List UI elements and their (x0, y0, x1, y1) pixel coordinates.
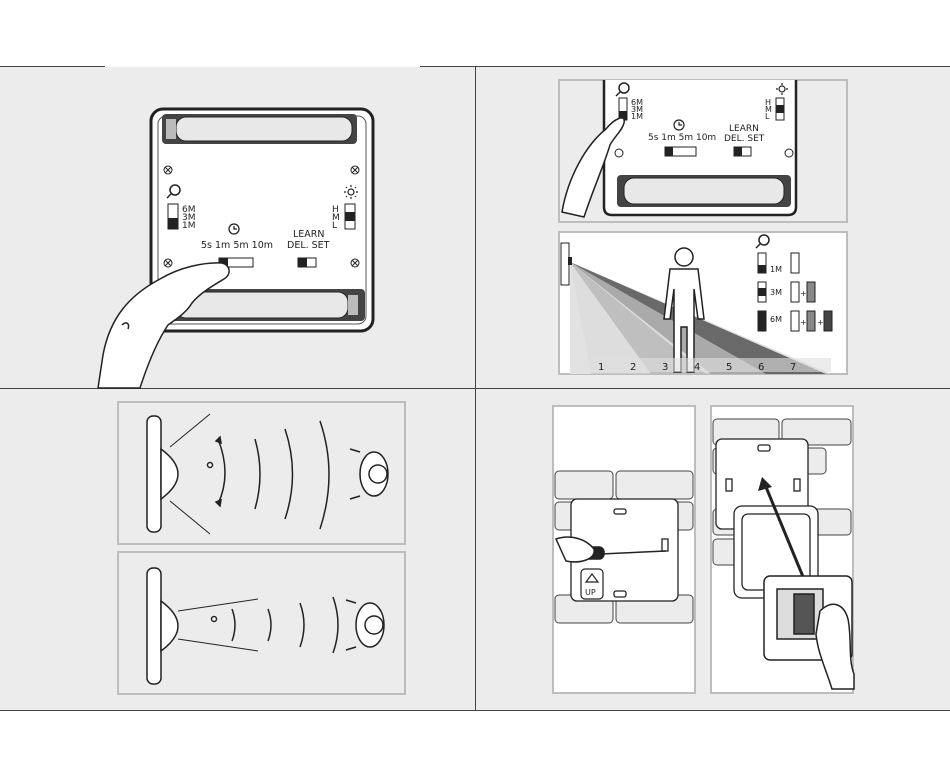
legend-3m: 3M (770, 288, 782, 297)
svg-text:+: + (817, 318, 824, 327)
learn-switch[interactable] (298, 258, 316, 267)
tick-7: 7 (790, 362, 796, 373)
sens-top-l: L (765, 112, 770, 121)
tick-3: 3 (662, 362, 668, 373)
sensitivity-switch[interactable] (345, 204, 355, 229)
tick-5: 5 (726, 362, 732, 373)
up-label: UP (585, 588, 596, 597)
range-label-1m: 1M (182, 221, 196, 231)
svg-text:+: + (800, 289, 807, 298)
range-top-1m: 1M (631, 112, 643, 121)
svg-text:1M: 1M (631, 112, 643, 121)
sens-label-l: L (332, 221, 337, 231)
bottom-rule (0, 710, 950, 711)
svg-text:+: + (800, 318, 807, 327)
delset-label-top: DEL. SET (724, 134, 765, 144)
legend-1m: 1M (770, 265, 782, 274)
panel-detection-angle (0, 389, 475, 710)
svg-text:1M: 1M (182, 221, 196, 231)
learn-label: LEARN (293, 229, 325, 240)
time-labels-top: 5s 1m 5m 10m (648, 133, 716, 143)
range-switch[interactable] (168, 204, 178, 229)
delset-label: DEL. SET (287, 240, 330, 251)
tick-2: 2 (630, 362, 636, 373)
legend-6m: 6M (770, 315, 782, 324)
svg-text:L: L (765, 112, 770, 121)
learn-label-top: LEARN (729, 124, 759, 134)
panel-range-settings: 6M 3M 1M H M L 5s 1m 5m 10m LEARN DEL. S… (476, 67, 950, 388)
panel-device-settings: 6M 3M 1M H M L 5s 1m 5m 10m LEARN DEL. S… (0, 67, 475, 388)
tick-6: 6 (758, 362, 764, 373)
svg-text:L: L (332, 221, 337, 231)
panel-mounting: UP (476, 389, 950, 710)
tick-1: 1 (598, 362, 604, 373)
tick-4: 4 (694, 362, 700, 373)
sensor-device-side (561, 243, 569, 285)
battery-top (162, 114, 357, 144)
time-labels: 5s 1m 5m 10m (201, 240, 273, 251)
